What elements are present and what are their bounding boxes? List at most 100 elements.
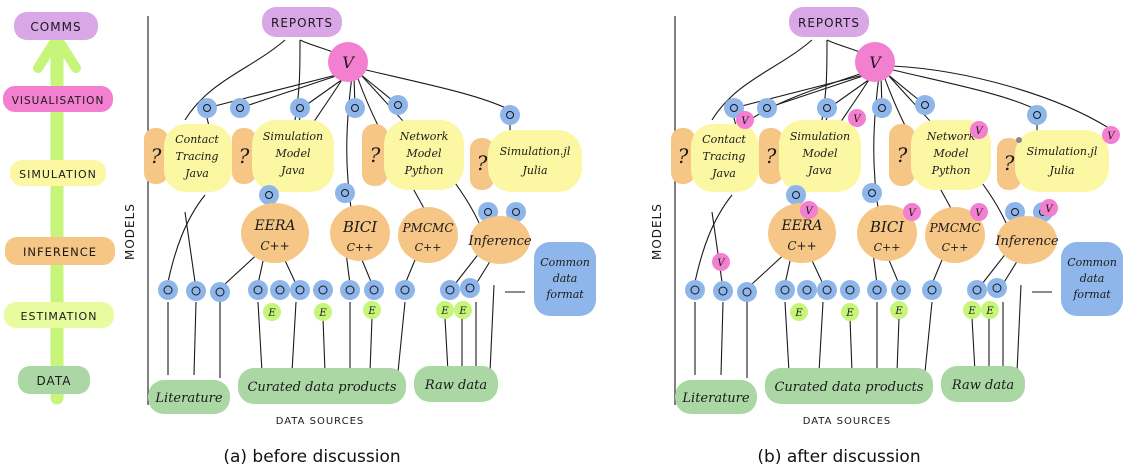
inference-model-inference: Inference — [467, 216, 532, 264]
data-sources-label: DATA SOURCES — [276, 416, 365, 427]
caption-a: (a) before discussion — [223, 447, 400, 467]
svg-text:?: ? — [239, 144, 250, 168]
visualisation-scripts — [724, 95, 1053, 222]
svg-text:V: V — [342, 53, 355, 72]
svg-text:EERA: EERA — [780, 218, 822, 234]
svg-text:V: V — [741, 116, 750, 127]
svg-text:DATA: DATA — [37, 374, 72, 388]
svg-text:C++: C++ — [787, 239, 816, 253]
svg-text:Model: Model — [406, 147, 442, 160]
svg-text:PMCMC: PMCMC — [401, 221, 453, 235]
svg-text:Model: Model — [933, 147, 969, 160]
svg-text:C++: C++ — [942, 241, 969, 254]
svg-text:V: V — [975, 126, 984, 137]
svg-text:Julia: Julia — [1047, 164, 1074, 177]
svg-text:format: format — [545, 288, 584, 301]
svg-text:Model: Model — [802, 147, 838, 160]
estimation-nodes: E E E E E — [263, 301, 472, 321]
inference-model-eera: EERA C++ — [241, 203, 309, 263]
estimation-nodes: E E E E E — [790, 301, 999, 321]
svg-text:Common: Common — [540, 256, 590, 269]
inference-models: EERA C++ BICI C++ PMCMC C++ Inference — [768, 203, 1059, 264]
svg-text:V: V — [805, 206, 814, 217]
svg-text:VISUALISATION: VISUALISATION — [12, 95, 105, 107]
svg-text:BICI: BICI — [869, 218, 905, 236]
svg-text:E: E — [967, 306, 976, 317]
inference-model-bici: BICI C++ — [330, 205, 390, 261]
caption-b: (b) after discussion — [757, 447, 920, 467]
grey-dot-marker — [1016, 137, 1022, 143]
svg-text:E: E — [985, 306, 994, 317]
data-reader-row — [158, 278, 480, 302]
reports-node: REPORTS — [262, 7, 342, 37]
svg-text:E: E — [440, 306, 449, 317]
svg-text:Julia: Julia — [520, 164, 547, 177]
svg-text:Common: Common — [1067, 256, 1117, 269]
svg-text:Curated data products: Curated data products — [247, 380, 396, 395]
svg-text:COMMS: COMMS — [30, 20, 81, 34]
svg-text:Simulation.jl: Simulation.jl — [500, 145, 571, 158]
sim-model-simulation-julia: ? Simulation.jl Julia — [470, 130, 582, 192]
svg-text:SIMULATION: SIMULATION — [19, 168, 97, 181]
inference-model-eera: EERA C++ — [768, 203, 836, 263]
sim-model-network-python: ? Network Model Python — [889, 120, 991, 190]
legend-level-simulation: SIMULATION — [10, 160, 106, 186]
inference-model-inference: Inference — [994, 216, 1059, 264]
svg-text:REPORTS: REPORTS — [271, 16, 333, 30]
svg-text:EERA: EERA — [253, 218, 295, 234]
simulation-models: ? Contact Tracing Java ? Simulation Mode… — [671, 120, 1109, 192]
inference-models: EERA C++ BICI C++ PMCMC C++ Inference — [241, 203, 532, 264]
svg-text:Curated data products: Curated data products — [774, 380, 923, 395]
common-data-format-node: Common data format — [534, 242, 596, 316]
svg-text:PMCMC: PMCMC — [928, 221, 980, 235]
svg-text:C++: C++ — [874, 241, 901, 254]
legend-level-data: DATA — [18, 366, 90, 394]
sim-model-simulation-java: ? Simulation Model Java — [759, 120, 861, 192]
source-literature: Literature — [675, 380, 757, 414]
svg-text:C++: C++ — [347, 241, 374, 254]
svg-text:BICI: BICI — [342, 218, 378, 236]
svg-text:E: E — [367, 306, 376, 317]
svg-text:Simulation: Simulation — [263, 130, 323, 143]
sim-model-contact-tracing: ? Contact Tracing Java — [144, 124, 232, 192]
inference-model-pmcmc: PMCMC C++ — [398, 207, 458, 263]
svg-text:V: V — [717, 258, 726, 269]
svg-text:Tracing: Tracing — [703, 150, 746, 163]
svg-text:data: data — [553, 272, 578, 285]
svg-text:V: V — [853, 114, 862, 125]
legend-level-comms: COMMS — [14, 12, 98, 40]
svg-text:V: V — [908, 208, 917, 219]
svg-text:E: E — [318, 308, 327, 319]
source-literature: Literature — [148, 380, 230, 414]
svg-text:Java: Java — [806, 164, 832, 177]
svg-text:V: V — [1107, 131, 1116, 142]
visualisation-hub-node: V — [328, 42, 368, 82]
svg-text:?: ? — [1004, 151, 1015, 175]
legend-level-inference: INFERENCE — [5, 237, 115, 265]
svg-text:Java: Java — [279, 164, 305, 177]
inference-model-pmcmc: PMCMC C++ — [925, 207, 985, 263]
svg-text:C++: C++ — [415, 241, 442, 254]
visualisation-hub-node: V — [855, 42, 895, 82]
sim-model-simulation-java: ? Simulation Model Java — [232, 120, 334, 192]
models-axis-label: MODELS — [123, 203, 137, 260]
legend-level-estimation: ESTIMATION — [4, 302, 114, 328]
svg-text:V: V — [975, 208, 984, 219]
svg-text:format: format — [1072, 288, 1111, 301]
data-sources: Literature Curated data products Raw dat… — [148, 366, 498, 427]
added-visualisation-nodes: V V V V V V V V V — [712, 109, 1120, 271]
svg-text:Raw data: Raw data — [424, 378, 487, 393]
svg-text:C++: C++ — [260, 239, 289, 253]
panel-after-discussion: MODELS — [650, 7, 1123, 467]
level-legend: COMMS VISUALISATION SIMULATION INFERENCE… — [3, 12, 115, 405]
svg-text:E: E — [845, 308, 854, 319]
panel-before-discussion: MODELS — [123, 7, 596, 467]
source-curated-data-products: Curated data products — [765, 368, 933, 404]
svg-text:Literature: Literature — [154, 391, 222, 406]
source-raw-data: Raw data — [941, 366, 1025, 402]
svg-text:Python: Python — [931, 164, 971, 177]
svg-text:?: ? — [897, 143, 908, 167]
svg-text:INFERENCE: INFERENCE — [23, 245, 97, 259]
svg-text:E: E — [794, 308, 803, 319]
